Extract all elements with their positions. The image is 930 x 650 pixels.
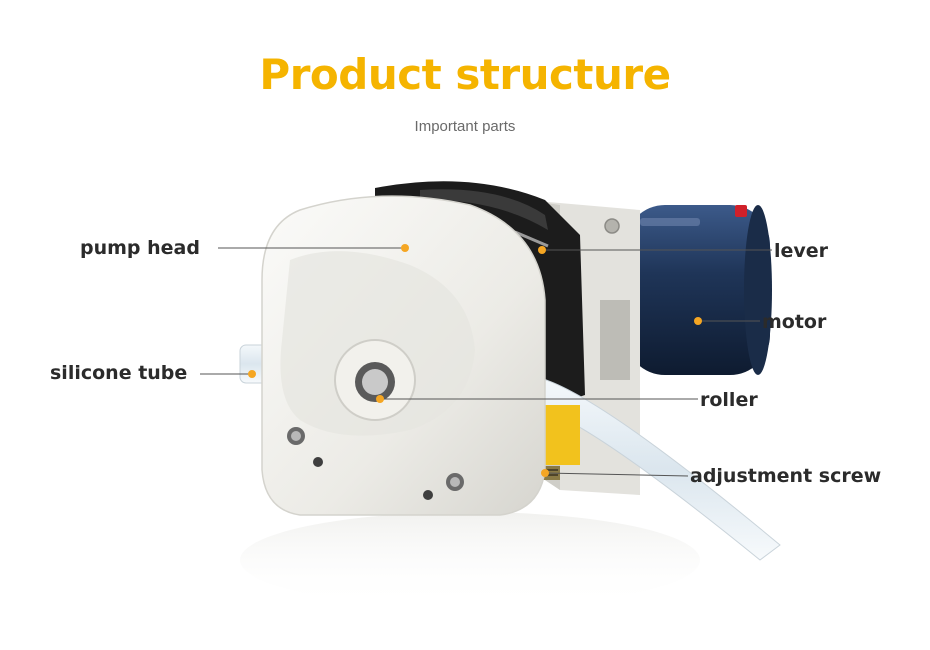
label-roller: roller [700, 389, 758, 411]
page-subtitle: Important parts [414, 118, 516, 135]
pump-head [261, 195, 546, 516]
label-lever: lever [774, 240, 829, 262]
silicone-tube-right [539, 377, 781, 561]
label-pump-head: pump head [80, 237, 200, 259]
label-adjustment-screw: adjustment screw [690, 465, 882, 487]
callout-marker-dot [376, 395, 384, 403]
roller-housing [375, 181, 585, 410]
page-title: Product structure [259, 50, 671, 99]
motor [625, 205, 772, 375]
callout-markers [248, 244, 702, 477]
callout-marker-dot [538, 246, 546, 254]
label-silicone-tube: silicone tube [50, 362, 188, 384]
callout-marker-dot [401, 244, 409, 252]
label-motor: motor [762, 311, 827, 333]
callout-marker-dot [248, 370, 256, 378]
floor-reflection [240, 512, 700, 608]
leader-lines [200, 247, 772, 477]
callout-marker-dot [541, 469, 549, 477]
callout-marker-dot [694, 317, 702, 325]
leader-adjustment-screw [544, 472, 689, 477]
lever-bar [514, 230, 549, 248]
